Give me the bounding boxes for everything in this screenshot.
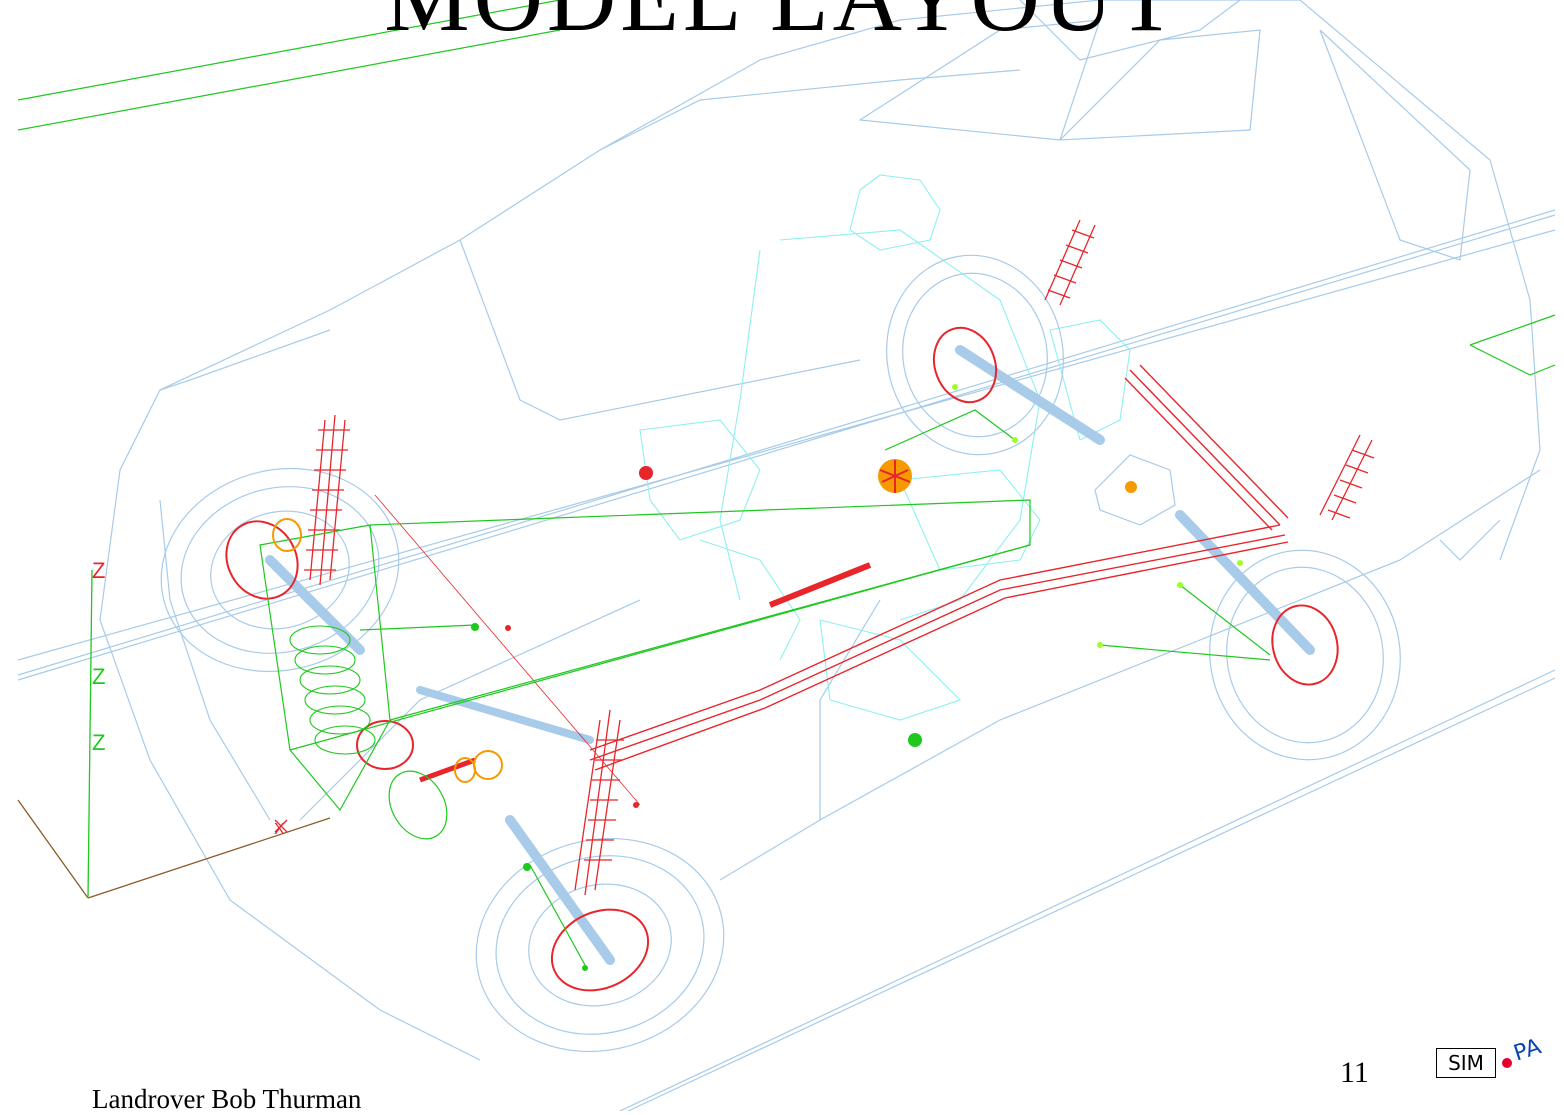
wheel-rear-left (886, 254, 1064, 456)
hub-rings (225, 326, 1339, 992)
reference-axes (17, 569, 331, 899)
center-of-mass-marker (878, 459, 912, 493)
axis-label-z-2: Z (92, 664, 105, 689)
rail-diagonal-2 (17, 214, 1556, 681)
wheels (160, 254, 1401, 1053)
logo-sim-box: SIM (1436, 1048, 1496, 1078)
axis-label-z-3: Z (92, 730, 105, 755)
rail-upper-green (17, 0, 561, 101)
wheel-rear-right (1209, 549, 1401, 761)
footer-author: Landrover Bob Thurman (92, 1084, 362, 1114)
joints (471, 384, 1243, 971)
chassis-tubes (374, 364, 1289, 806)
bushings (272, 518, 503, 783)
logo-dot (1502, 1058, 1512, 1068)
page-title: MODEL LAYOUT (0, 0, 1564, 53)
linkage-green (259, 314, 1556, 966)
wheel-front-right (475, 837, 725, 1053)
axle-shafts (265, 345, 1315, 965)
axis-label-x: X (274, 821, 285, 838)
rail-upper-green-2 (17, 29, 561, 131)
logo-pa-text: PA (1510, 1034, 1545, 1067)
rail-lower-2 (627, 677, 1556, 1111)
rail-diagonal-3 (17, 229, 1556, 661)
rail-lower (619, 669, 1556, 1111)
spring-rear-right (1319, 434, 1375, 521)
axis-label-z-1: Z (92, 558, 105, 583)
spring-front-left (304, 414, 350, 586)
page-number: 11 (1340, 1056, 1369, 1089)
car-body-outline (99, 0, 1541, 1061)
differential (1094, 454, 1176, 526)
steering-coil (289, 625, 376, 755)
simpack-logo: SIM PA (1436, 1034, 1564, 1111)
spring-rear-left (1044, 219, 1096, 306)
wheel-front-left (160, 467, 400, 673)
